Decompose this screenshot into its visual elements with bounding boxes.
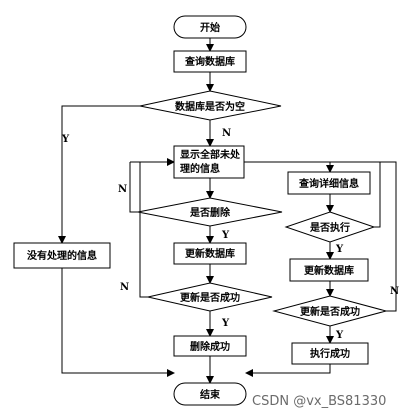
no-unprocessed-label: 没有处理的信息 xyxy=(27,249,97,262)
label-empty-yes: Y xyxy=(61,134,70,145)
edge-execute-end xyxy=(245,364,331,377)
query-detail-box: 查询详细信息 xyxy=(287,171,371,195)
start-label: 开始 xyxy=(200,21,220,34)
end-node: 结束 xyxy=(173,382,247,406)
query-detail-label: 查询详细信息 xyxy=(298,177,359,190)
start-node: 开始 xyxy=(173,15,247,39)
update-db-left-label: 更新数据库 xyxy=(185,247,235,260)
update-ok-right-label: 更新是否成功 xyxy=(300,305,360,318)
execute-decision: 是否执行 xyxy=(284,211,376,243)
label-update-right-yes: Y xyxy=(335,330,344,341)
label-delete-no: N xyxy=(118,184,127,195)
db-empty-label: 数据库是否为空 xyxy=(175,100,245,113)
edge-empty-yes xyxy=(58,105,140,244)
execute-ok-label: 执行成功 xyxy=(310,347,350,360)
edge-updateleft-no xyxy=(139,162,148,298)
update-ok-left-decision: 更新是否成功 xyxy=(147,282,273,312)
query-db-box: 查询数据库 xyxy=(173,50,247,73)
update-ok-right-decision: 更新是否成功 xyxy=(272,295,388,327)
no-unprocessed-box: 没有处理的信息 xyxy=(13,242,111,269)
update-db-right-label: 更新数据库 xyxy=(304,264,354,277)
label-update-right-no: N xyxy=(390,286,399,297)
edge-nomsg-end xyxy=(61,268,175,377)
db-empty-decision: 数据库是否为空 xyxy=(139,90,282,121)
delete-decision: 是否删除 xyxy=(137,197,283,227)
delete-decision-label: 是否删除 xyxy=(189,206,231,219)
label-delete-yes: Y xyxy=(221,230,230,241)
update-db-right-box: 更新数据库 xyxy=(289,258,369,282)
execute-ok-box: 执行成功 xyxy=(291,342,369,365)
delete-ok-box: 删除成功 xyxy=(173,335,247,357)
update-ok-left-label: 更新是否成功 xyxy=(180,291,240,304)
delete-ok-label: 删除成功 xyxy=(190,340,230,353)
connectors xyxy=(58,38,397,384)
execute-decision-label: 是否执行 xyxy=(309,221,350,234)
edge-delete-no xyxy=(129,162,138,213)
label-execute-yes: Y xyxy=(335,244,344,255)
label-update-left-no: N xyxy=(120,282,129,293)
edge-updateright-no xyxy=(330,161,397,312)
query-db-label: 查询数据库 xyxy=(184,55,235,68)
end-label: 结束 xyxy=(200,388,221,401)
show-unprocessed-box: 显示全部未处 理的信息 xyxy=(173,145,245,179)
update-db-left-box: 更新数据库 xyxy=(173,242,247,265)
label-update-left-yes: Y xyxy=(221,318,230,329)
show-unprocessed-line1: 显示全部未处 xyxy=(180,148,241,161)
csdn-watermark: CSDN @vx_BS81330 xyxy=(252,394,386,409)
label-empty-no: N xyxy=(222,128,231,139)
show-unprocessed-line2: 理的信息 xyxy=(180,162,220,175)
